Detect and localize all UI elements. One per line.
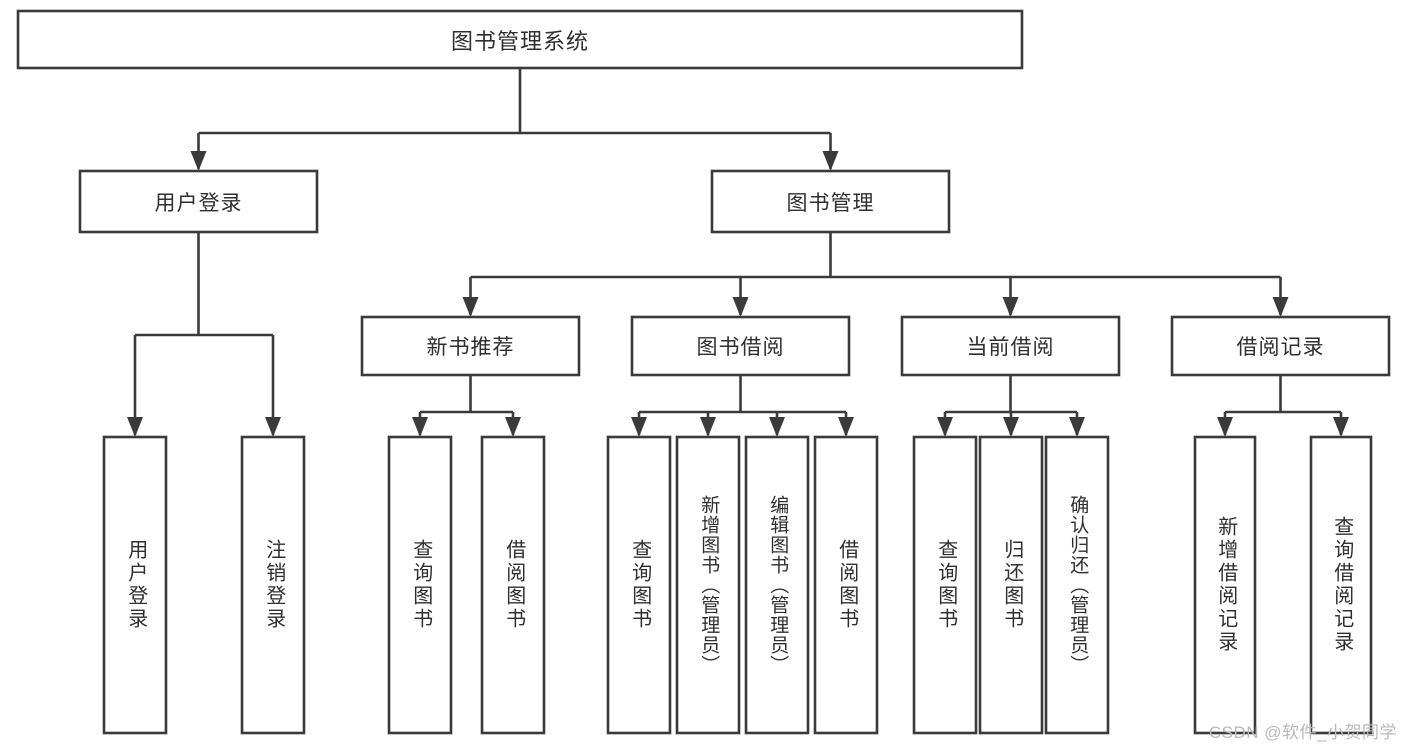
- node-box-leaf-borrow-edit: [744, 435, 810, 735]
- arrow-head-leaf-rec-add: [1217, 417, 1233, 437]
- node-box-new-book-rec: [360, 315, 581, 377]
- arrow-head-book-borrow: [732, 297, 749, 317]
- arrow-head-leaf-user-logout: [265, 417, 281, 437]
- node-box-root: [16, 9, 1024, 70]
- arrow-head-leaf-cur-confirm: [1069, 417, 1085, 437]
- arrow-head-new-book-rec: [462, 297, 479, 317]
- arrow-head-current-borrow: [1002, 297, 1019, 317]
- arrow-head-leaf-cur-query: [937, 417, 953, 437]
- arrow-head-borrow-record: [1272, 297, 1289, 317]
- node-box-book-borrow: [630, 315, 851, 377]
- node-box-leaf-borrow-do: [813, 435, 879, 735]
- node-box-leaf-user-login: [102, 435, 168, 735]
- node-box-leaf-rec-add: [1193, 435, 1257, 735]
- node-box-leaf-rec-query: [387, 435, 453, 735]
- node-box-leaf-rec-find: [1309, 435, 1373, 735]
- node-box-leaf-cur-confirm: [1044, 435, 1110, 735]
- node-box-current-borrow: [900, 315, 1121, 377]
- connector-layer: [127, 68, 1349, 437]
- node-box-book-manage: [710, 169, 951, 234]
- arrow-head-leaf-rec-find: [1333, 417, 1349, 437]
- arrow-head-user-login: [190, 151, 207, 171]
- node-box-leaf-borrow-query: [606, 435, 672, 735]
- node-box-leaf-cur-return: [978, 435, 1044, 735]
- node-box-borrow-record: [1170, 315, 1391, 377]
- arrow-head-leaf-borrow-query: [631, 417, 647, 437]
- arrow-head-leaf-borrow-do: [838, 417, 854, 437]
- arrow-head-leaf-borrow-add: [700, 417, 716, 437]
- node-box-leaf-user-logout: [240, 435, 306, 735]
- arrow-head-book-manage: [822, 151, 839, 171]
- node-box-user-login: [78, 169, 319, 234]
- arrow-head-leaf-rec-query: [412, 417, 428, 437]
- watermark-text: CSDN @软件_小贺同学: [1208, 723, 1397, 742]
- node-box-leaf-borrow-add: [675, 435, 741, 735]
- box-layer: [16, 9, 1391, 735]
- arrow-head-leaf-borrow-edit: [769, 417, 785, 437]
- node-box-leaf-rec-borrow: [480, 435, 546, 735]
- arrow-head-leaf-cur-return: [1003, 417, 1019, 437]
- arrow-head-leaf-rec-borrow: [505, 417, 521, 437]
- arrow-head-leaf-user-login: [127, 417, 143, 437]
- node-box-leaf-cur-query: [912, 435, 978, 735]
